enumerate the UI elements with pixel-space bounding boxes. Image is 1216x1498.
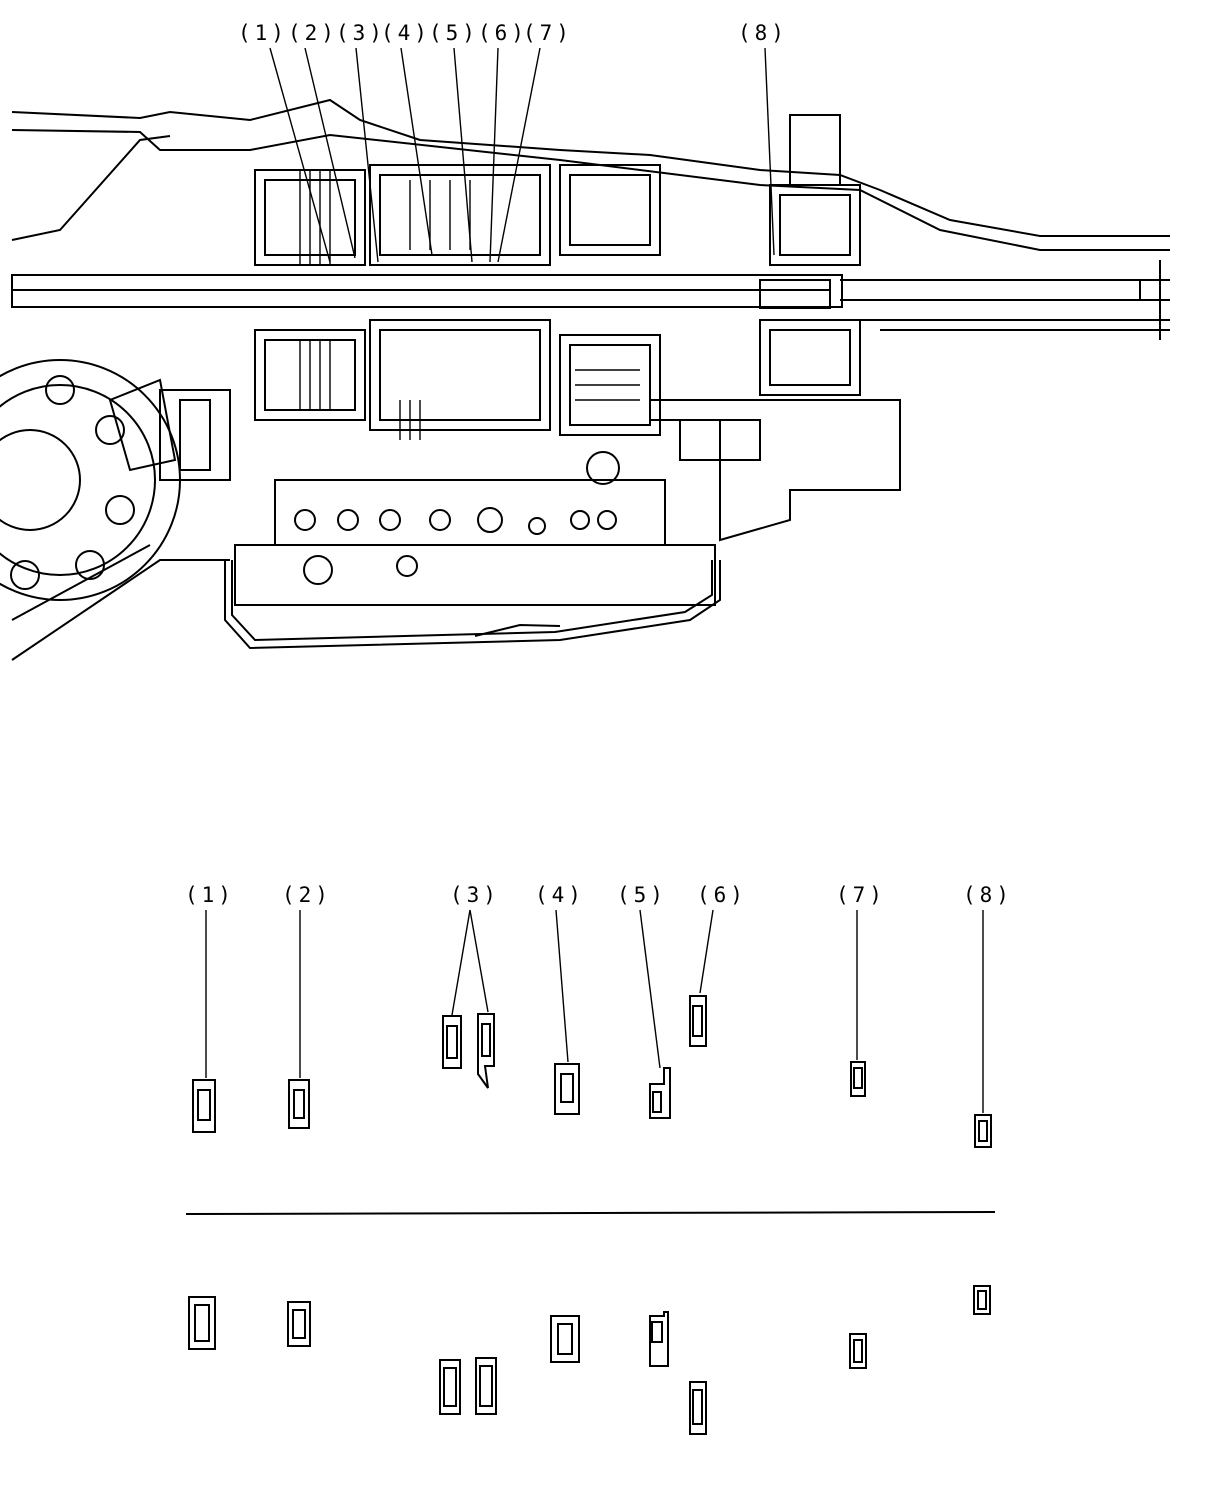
- detail-label-3: (3): [450, 883, 500, 907]
- seal-rings-removed: [188, 1285, 991, 1435]
- top-callout-2: (2): [288, 21, 338, 45]
- seal-ring-3b: [477, 1013, 495, 1089]
- removed-seal-ring-3a: [439, 1359, 461, 1415]
- detail-label-8: (8): [963, 883, 1013, 907]
- removed-seal-ring-4: [550, 1315, 580, 1363]
- removed-seal-ring-5: [649, 1311, 669, 1367]
- top-callouts: (1) (2) (3) (4) (5) (6) (7) (8): [238, 21, 788, 45]
- seal-ring-5: [649, 1067, 671, 1119]
- top-callout-7: (7): [523, 21, 573, 45]
- top-callout-leaders: [269, 47, 775, 263]
- detail-label-2: (2): [282, 883, 332, 907]
- detail-label-7: (7): [836, 883, 886, 907]
- seal-ring-3a: [442, 1015, 462, 1069]
- seal-ring-7: [850, 1061, 866, 1097]
- top-callout-8: (8): [738, 21, 788, 45]
- seal-detail-leaders: [205, 909, 984, 1113]
- seal-detail-labels: (1) (2) (3) (4) (5) (6) (7) (8): [185, 883, 1013, 907]
- detail-label-6: (6): [697, 883, 747, 907]
- removed-seal-ring-7: [849, 1333, 867, 1369]
- detail-label-4: (4): [535, 883, 585, 907]
- top-callout-4: (4): [381, 21, 431, 45]
- removed-seal-ring-2: [287, 1301, 311, 1347]
- seal-ring-2: [288, 1079, 310, 1129]
- detail-label-5: (5): [617, 883, 667, 907]
- top-callout-1: (1): [238, 21, 288, 45]
- seal-ring-8: [974, 1114, 992, 1148]
- top-callout-6: (6): [478, 21, 528, 45]
- top-callout-3: (3): [336, 21, 386, 45]
- detail-label-1: (1): [185, 883, 235, 907]
- removed-seal-ring-6: [689, 1381, 707, 1435]
- removed-seal-ring-1: [188, 1296, 216, 1350]
- seal-ring-6: [689, 995, 707, 1047]
- divider-line: [185, 1211, 996, 1215]
- seal-ring-4: [554, 1063, 580, 1115]
- seal-ring-1: [192, 1079, 216, 1133]
- removed-seal-ring-8: [973, 1285, 991, 1315]
- removed-seal-ring-3b: [475, 1357, 497, 1415]
- seal-rings-installed: [192, 995, 992, 1148]
- transmission-cross-section: [0, 98, 1170, 661]
- top-callout-5: (5): [429, 21, 479, 45]
